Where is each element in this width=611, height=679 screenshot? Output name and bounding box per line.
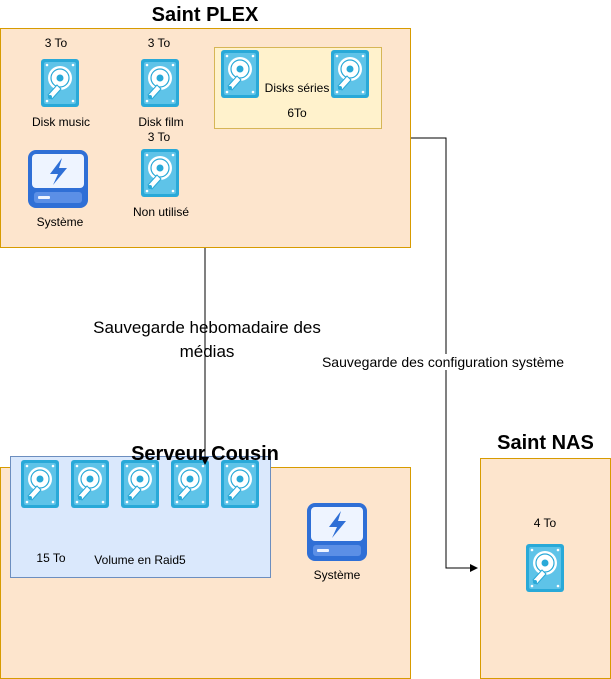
raid-label: Volume en Raid5	[94, 553, 186, 567]
plex-to-nas-label: Sauvegarde des configuration système	[302, 354, 584, 370]
disk-unused-label: Non utilisé	[132, 205, 190, 219]
nas-disk-capacity: 4 To	[533, 516, 557, 530]
disk-music-capacity: 3 To	[44, 36, 68, 50]
disk-film-capacity: 3 To	[147, 36, 171, 50]
series-group-label: Disks séries	[264, 81, 330, 95]
cousin-system-label: Système	[313, 568, 361, 582]
series-group-capacity: 6To	[287, 106, 307, 120]
disk-unused-capacity: 3 To	[147, 130, 171, 144]
disk-music-label: Disk music	[31, 115, 90, 129]
plex-to-cousin-label: Sauvegarde hebomadaire des médias	[93, 318, 321, 361]
cousin-title: Serveur Cousin	[131, 443, 279, 465]
disk-film-label: Disk film	[138, 115, 184, 129]
plex-system-label: Système	[36, 215, 84, 229]
plex-title: Saint PLEX	[151, 4, 259, 26]
plex-to-nas-edge	[411, 137, 478, 572]
nas-title: Saint NAS	[497, 432, 594, 454]
raid-capacity: 15 To	[36, 551, 66, 565]
